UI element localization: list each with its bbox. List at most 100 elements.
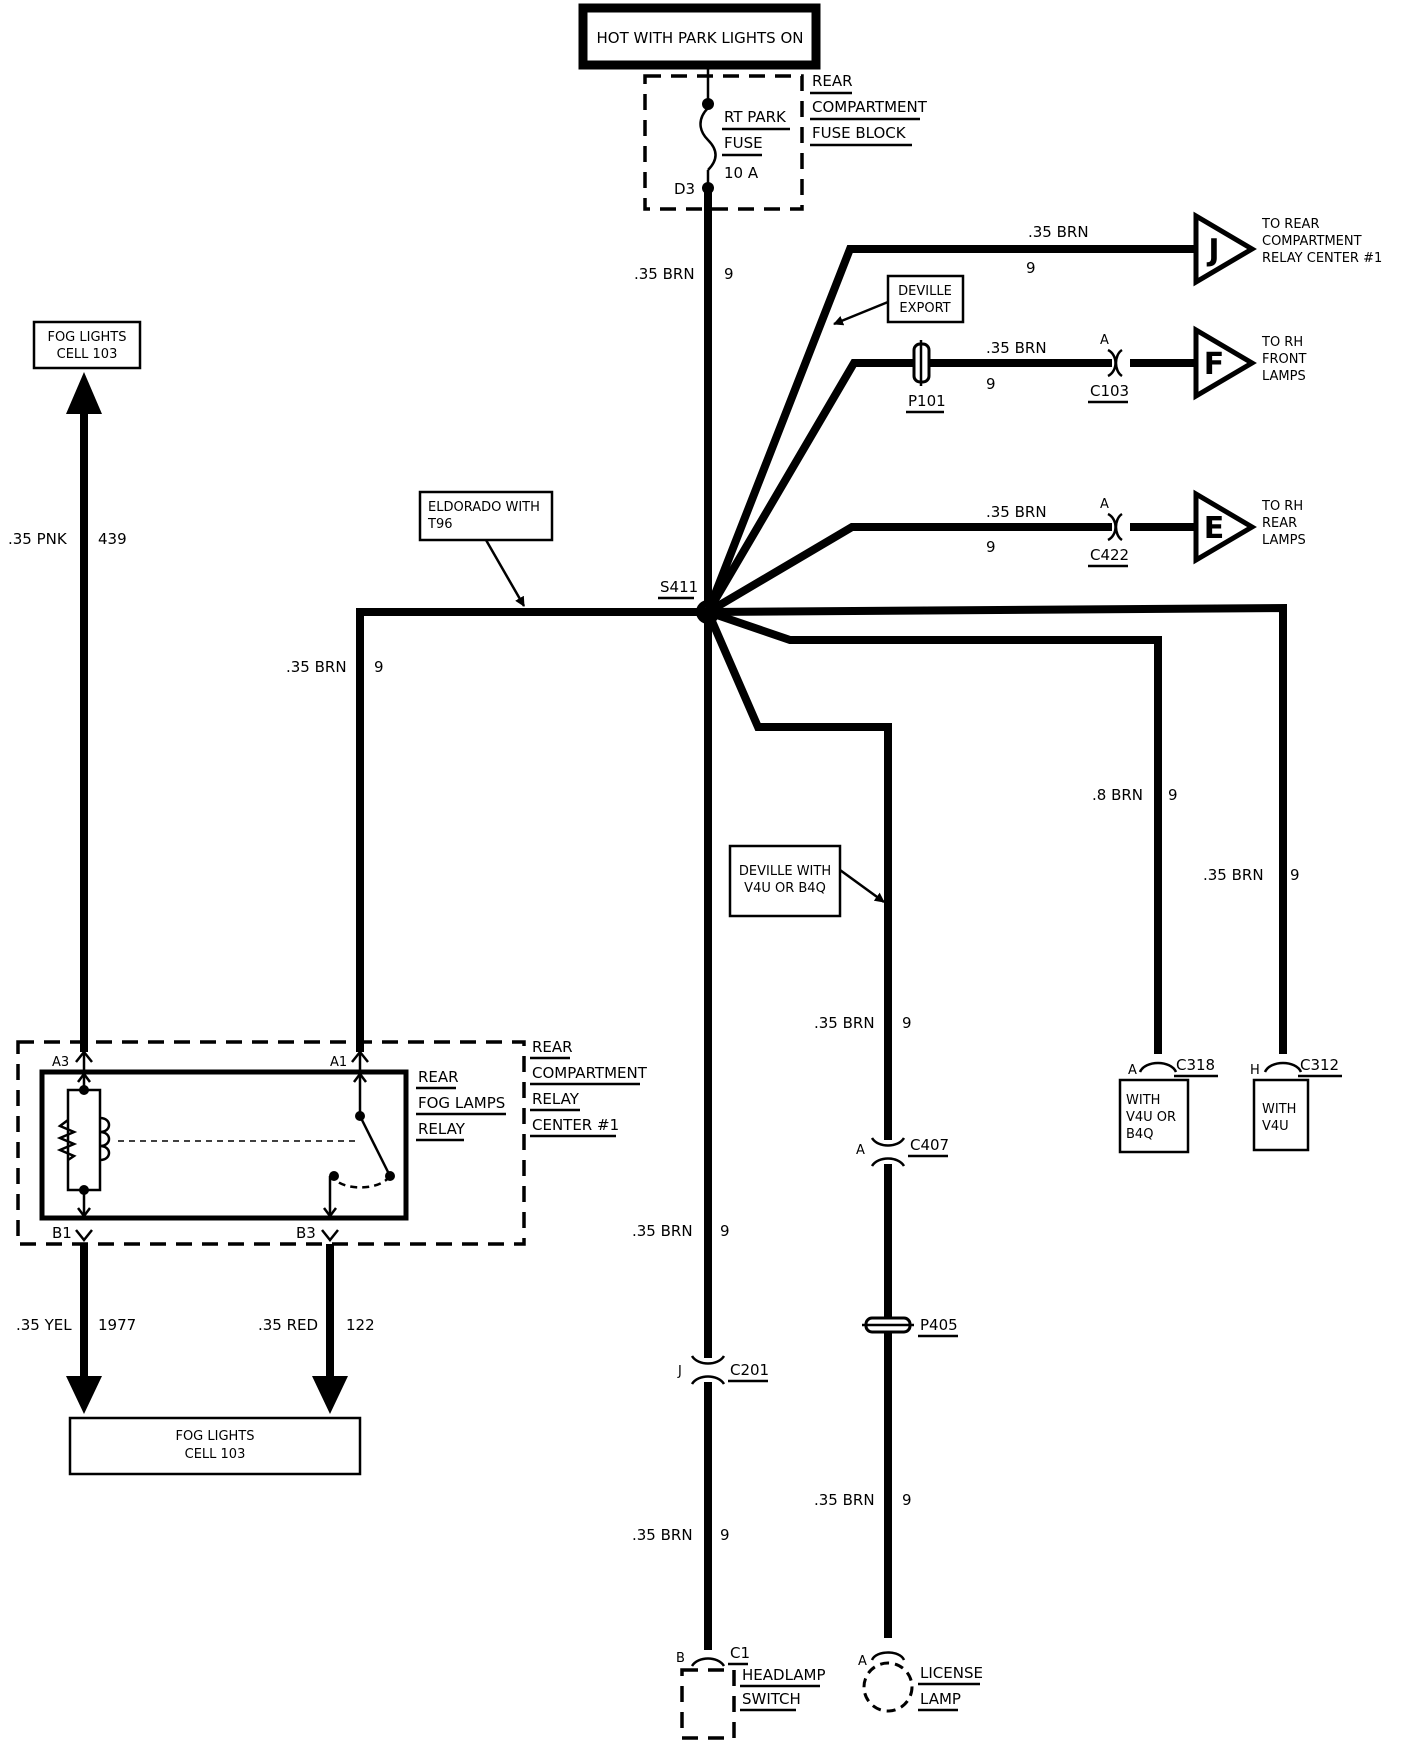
fuse-rating: 10 A (724, 164, 759, 182)
connector-c407-pin: A (856, 1143, 865, 1158)
wire-to-E (705, 523, 1196, 616)
connector-c201-label: C201 (730, 1361, 769, 1379)
license-lamp-pin: A (858, 1654, 867, 1669)
connector-c407-label: C407 (910, 1136, 949, 1154)
note-deville-export-2: EXPORT (899, 301, 950, 316)
wire-license-lower-gauge: .35 BRN (814, 1491, 875, 1509)
connector-c1-pin: B (676, 1651, 685, 1666)
fog-lights-bottom-box: FOG LIGHTS CELL 103 (68, 1416, 362, 1476)
wire-relay-gauge: .35 BRN (286, 658, 347, 676)
note-deville-export-1: DEVILLE (898, 284, 952, 299)
c318-note-1: WITH (1126, 1093, 1160, 1108)
destination-J: J TO REAR COMPARTMENT RELAY CENTER #1 (1193, 211, 1382, 287)
connector-c312-pin: H (1250, 1063, 1260, 1078)
note-eldorado-1: ELDORADO WITH (428, 500, 540, 515)
fuse-name-line2: FUSE (724, 134, 763, 152)
relay-center-1: REAR (532, 1038, 573, 1056)
relay-name-1: REAR (418, 1068, 459, 1086)
dest-J-letter: J (1206, 233, 1219, 268)
wire-yel-circuit: 1977 (98, 1316, 136, 1334)
yel-arrow (66, 1376, 102, 1414)
connector-c312: H C312 WITH V4U (1250, 1056, 1342, 1152)
fuse-name-line1: RT PARK (724, 108, 787, 126)
red-arrow (312, 1376, 348, 1414)
wire-J-gauge: .35 BRN (1028, 223, 1089, 241)
note-deville-v4u-2: V4U OR B4Q (744, 881, 826, 896)
dest-E-letter: E (1204, 511, 1225, 546)
c312-note-2: V4U (1262, 1119, 1289, 1134)
wire-to-license-lamp (704, 610, 892, 1140)
wire-headlamp-upper-circuit: 9 (720, 1222, 730, 1240)
relay-pin-b1: B1 (52, 1224, 72, 1242)
wire-F-circuit: 9 (986, 375, 996, 393)
c312-note-1: WITH (1262, 1102, 1296, 1117)
fog-bottom-1: FOG LIGHTS (175, 1429, 254, 1444)
main-feed-circuit: 9 (724, 265, 734, 283)
wire-c312-circuit: 9 (1290, 866, 1300, 884)
connector-p405-label: P405 (920, 1316, 958, 1334)
connector-c201-pin: J (677, 1364, 682, 1379)
relay-center-2: COMPARTMENT (532, 1064, 648, 1082)
connector-p101-label: P101 (908, 392, 946, 410)
connector-c422: A C422 (1088, 497, 1129, 568)
fuse-terminal: D3 (674, 180, 695, 198)
splice-label: S411 (660, 578, 698, 596)
dest-J-text-3: RELAY CENTER #1 (1262, 251, 1382, 266)
connector-c407: A C407 (856, 1136, 949, 1167)
connector-c103-label: C103 (1090, 382, 1129, 400)
main-feed-gauge: .35 BRN (634, 265, 695, 283)
wire-to-relay (356, 608, 708, 1052)
fog-top-1: FOG LIGHTS (47, 330, 126, 345)
dest-F-text-3: LAMPS (1262, 369, 1306, 384)
dest-E-text-2: REAR (1262, 516, 1297, 531)
wire-E-gauge: .35 BRN (986, 503, 1047, 521)
dest-F-letter: F (1204, 347, 1225, 382)
relay-pin-a1: A1 (330, 1055, 347, 1070)
destination-F: F TO RH FRONT LAMPS (1193, 325, 1306, 401)
license-lamp: A LICENSE LAMP (858, 1651, 983, 1713)
headlamp-label-2: SWITCH (742, 1690, 801, 1708)
wire-c312-gauge: .35 BRN (1203, 866, 1264, 884)
relay-name-3: RELAY (418, 1120, 466, 1138)
wire-red-circuit: 122 (346, 1316, 375, 1334)
wire-license-upper-gauge: .35 BRN (814, 1014, 875, 1032)
c318-note-3: B4Q (1126, 1127, 1153, 1142)
wire-yel-gauge: .35 YEL (16, 1316, 72, 1334)
connector-p405: P405 (862, 1316, 958, 1338)
relay-center: A3 A1 B1 B3 REAR FOG LAMPS RELAY REAR CO… (16, 1038, 648, 1246)
wire-headlamp-lower-gauge: .35 BRN (632, 1526, 693, 1544)
fog-bottom-2: CELL 103 (185, 1447, 246, 1462)
connector-c1-label: C1 (730, 1644, 750, 1662)
connector-c312-label: C312 (1300, 1056, 1339, 1074)
headlamp-label-1: HEADLAMP (742, 1666, 826, 1684)
relay-center-4: CENTER #1 (532, 1116, 619, 1134)
connector-c103: A C103 (1088, 333, 1129, 404)
dest-E-text-1: TO RH (1261, 499, 1303, 514)
connector-c422-label: C422 (1090, 546, 1129, 564)
wire-fog-out-circuit: 439 (98, 530, 127, 548)
wire-to-F (704, 359, 1196, 615)
wire-headlamp-upper-gauge: .35 BRN (632, 1222, 693, 1240)
connector-c318-label: C318 (1176, 1056, 1215, 1074)
connector-c318-pin: A (1128, 1063, 1137, 1078)
wire-E-circuit: 9 (986, 538, 996, 556)
note-eldorado-2: T96 (427, 517, 452, 532)
c318-note-2: V4U OR (1126, 1110, 1176, 1125)
fuse-block-label-2: COMPARTMENT (812, 98, 928, 116)
fog-lamp-relay (39, 1069, 409, 1221)
dest-F-text-1: TO RH (1261, 335, 1303, 350)
note-deville-v4u: DEVILLE WITH V4U OR B4Q (728, 844, 885, 918)
fuse-block-label-1: REAR (812, 72, 853, 90)
relay-name-2: FOG LAMPS (418, 1094, 505, 1112)
headlamp-switch: B C1 HEADLAMP SWITCH (676, 1644, 826, 1740)
note-deville-v4u-1: DEVILLE WITH (739, 864, 831, 879)
wire-to-J (704, 245, 1196, 614)
fuse-block-label-3: FUSE BLOCK (812, 124, 907, 142)
power-source-label: HOT WITH PARK LIGHTS ON (596, 29, 803, 47)
relay-pin-a3: A3 (52, 1055, 69, 1070)
note-deville-export: DEVILLE EXPORT (833, 274, 965, 326)
wire-red-gauge: .35 RED (258, 1316, 318, 1334)
wire-c318-circuit: 9 (1168, 786, 1178, 804)
wire-license-lower-circuit: 9 (902, 1491, 912, 1509)
